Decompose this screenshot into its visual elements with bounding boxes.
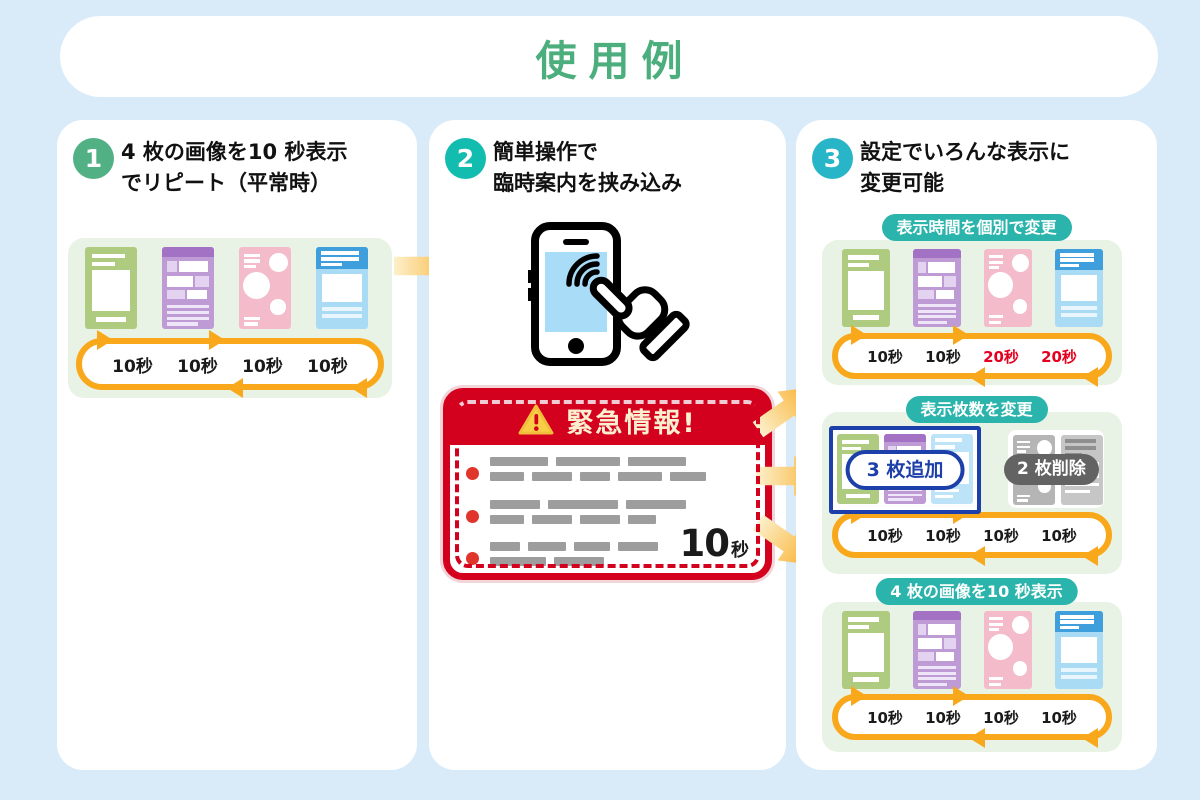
slide-thumbnail-purple <box>913 249 961 327</box>
duration-label-changed: 20秒 <box>1041 347 1077 366</box>
repeat-loop-arrow: 10秒 10秒 10秒 10秒 <box>832 686 1112 748</box>
subpanel-a-pill: 表示時間を個別で変更 <box>881 214 1072 241</box>
duration-label: 10秒 <box>925 347 961 366</box>
repeat-loop-arrow: 10秒 10秒 10秒 10秒 <box>832 504 1112 566</box>
step2-panel: 2 簡単操作で 臨時案内を挟み込み <box>429 120 786 770</box>
duration-label: 10秒 <box>1041 526 1077 545</box>
subpanel-c-slideshow-box: 10秒 10秒 10秒 10秒 <box>822 602 1122 752</box>
subpanel-b-slideshow-box: 3 枚追加 2 枚削除 10秒 10秒 10秒 10秒 <box>822 412 1122 574</box>
alert-duration-unit: 秒 <box>731 540 749 561</box>
loop-arrowhead-icon <box>227 378 244 398</box>
step1-number-badge: 1 <box>73 138 114 179</box>
step3-number-badge: 3 <box>812 138 853 179</box>
loop-arrowhead-icon <box>969 367 986 387</box>
page-title: 使用例 <box>535 36 695 85</box>
bullet-icon <box>466 552 479 565</box>
alert-duration-value: 10 <box>679 522 730 565</box>
warning-triangle-icon <box>518 404 554 435</box>
step1-panel: 1 4 枚の画像を10 秒表示 でリピート（平常時） 10秒 10秒 10秒 1… <box>57 120 417 770</box>
duration-label-changed: 20秒 <box>983 347 1019 366</box>
slide-thumbnail-blue <box>316 247 368 329</box>
loop-arrowhead-icon <box>351 378 368 398</box>
bullet-icon <box>466 467 479 480</box>
step2-number-badge: 2 <box>445 138 486 179</box>
loop-arrowhead-icon <box>1081 367 1098 387</box>
subpanel-a-slideshow-box: 10秒 10秒 20秒 20秒 <box>822 240 1122 387</box>
duration-label: 10秒 <box>983 708 1019 727</box>
alert-header: 緊急情報! <box>450 395 765 445</box>
step2-heading-line1: 簡単操作で <box>493 140 598 164</box>
repeat-loop-arrow: 10秒 10秒 20秒 20秒 <box>832 325 1112 387</box>
duration-label: 10秒 <box>867 347 903 366</box>
step3-heading-line2: 変更可能 <box>860 171 944 195</box>
step1-heading-line1: 4 枚の画像を10 秒表示 <box>121 140 348 164</box>
duration-label: 10秒 <box>867 708 903 727</box>
subpanel-c-pill: 4 枚の画像を10 秒表示 <box>875 578 1078 605</box>
step1-slideshow-box: 10秒 10秒 10秒 10秒 <box>68 238 392 398</box>
duration-label: 10秒 <box>925 526 961 545</box>
slide-thumbnail-green <box>85 247 137 329</box>
slide-thumbnails <box>842 249 1103 327</box>
slide-thumbnail-pink <box>984 611 1032 689</box>
loop-arrowhead-icon <box>209 330 226 350</box>
loop-arrowhead-icon <box>953 325 970 345</box>
duration-label: 10秒 <box>867 526 903 545</box>
alert-placeholder-lines <box>490 500 686 530</box>
step2-heading: 簡単操作で 臨時案内を挟み込み <box>493 137 778 199</box>
remove-slides-badge: 2 枚削除 <box>1004 454 1099 485</box>
duration-label: 10秒 <box>1041 708 1077 727</box>
slide-thumbnail-pink <box>984 249 1032 327</box>
duration-label: 10秒 <box>925 708 961 727</box>
loop-arrowhead-icon <box>953 686 970 706</box>
smartphone-tap-icon <box>525 220 715 370</box>
alert-placeholder-lines <box>490 457 706 487</box>
loop-arrowhead-icon <box>1081 728 1098 748</box>
bullet-icon <box>466 510 479 523</box>
alert-placeholder-lines <box>490 542 658 572</box>
alert-text-row <box>466 542 658 572</box>
duration-label: 10秒 <box>307 356 348 377</box>
step2-heading-line2: 臨時案内を挟み込み <box>493 171 682 195</box>
alert-duration: 10 秒 <box>680 522 750 565</box>
duration-label: 10秒 <box>177 356 218 377</box>
slide-thumbnail-blue <box>1055 611 1103 689</box>
slide-thumbnail-purple <box>913 611 961 689</box>
add-slides-badge: 3 枚追加 <box>845 450 965 490</box>
duration-label: 10秒 <box>983 526 1019 545</box>
step3-panel: 3 設定でいろんな表示に 変更可能 表示時間を個別で変更 10秒 10秒 20秒 <box>796 120 1157 770</box>
repeat-loop-arrow: 10秒 10秒 10秒 10秒 <box>76 330 384 398</box>
slide-thumbnail-green <box>842 611 890 689</box>
title-bar: 使用例 <box>60 16 1158 97</box>
loop-arrowhead-icon <box>969 728 986 748</box>
slide-thumbnail-blue <box>1055 249 1103 327</box>
slide-thumbnail-pink <box>239 247 291 329</box>
step3-heading-line1: 設定でいろんな表示に <box>860 140 1070 164</box>
loop-arrowhead-icon <box>851 325 868 345</box>
alert-text-row <box>466 457 706 487</box>
loop-arrowhead-icon <box>969 546 986 566</box>
slide-thumbnails <box>85 247 368 329</box>
emergency-alert-card: 緊急情報! 10 秒 <box>443 388 772 580</box>
loop-arrowhead-icon <box>96 330 113 350</box>
slide-thumbnail-purple <box>162 247 214 329</box>
step3-heading: 設定でいろんな表示に 変更可能 <box>860 137 1149 199</box>
step1-heading: 4 枚の画像を10 秒表示 でリピート（平常時） <box>121 137 409 199</box>
alert-title: 緊急情報! <box>566 407 697 439</box>
loop-arrowhead-icon <box>1081 546 1098 566</box>
alert-text-row <box>466 500 686 530</box>
slide-thumbnails <box>842 611 1103 689</box>
slide-thumbnail-green <box>842 249 890 327</box>
subpanel-b-pill: 表示枚数を変更 <box>905 396 1048 423</box>
step1-heading-line2: でリピート（平常時） <box>121 171 331 195</box>
loop-arrowhead-icon <box>851 686 868 706</box>
duration-label: 10秒 <box>242 356 283 377</box>
duration-label: 10秒 <box>112 356 153 377</box>
